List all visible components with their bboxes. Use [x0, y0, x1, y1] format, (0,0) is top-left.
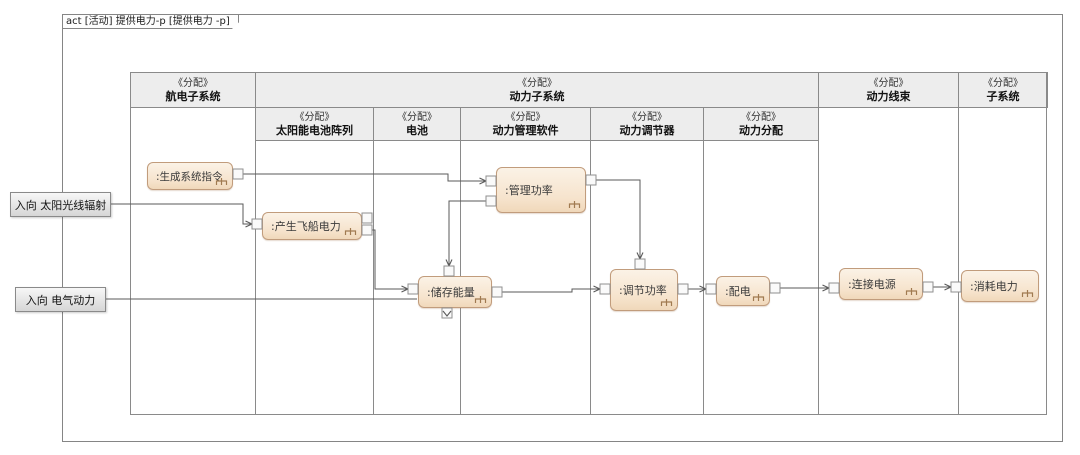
lane-name: 动力线束: [866, 89, 911, 103]
pin-produce-out-2: [361, 224, 373, 236]
rake-icon: [1021, 290, 1034, 297]
sublane-header-power-distribution[interactable]: 《分配》 动力分配: [703, 107, 819, 141]
lane-header-power-harness[interactable]: 《分配》 动力线束: [818, 72, 959, 108]
pin-manage-in: [485, 175, 497, 187]
lane-stereotype: 《分配》: [397, 111, 437, 123]
lane-stereotype: 《分配》: [627, 111, 667, 123]
pin-connect-in: [828, 282, 840, 294]
lane-name: 动力分配: [739, 123, 783, 137]
pin-manage-out-left: [485, 195, 497, 207]
object-flows: [106, 173, 953, 300]
diagram-title-tab[interactable]: act [活动] 提供电力-p [提供电力 -p]: [62, 14, 239, 29]
pin-store-out-bottom: [441, 307, 453, 319]
rake-icon: [905, 288, 918, 295]
pin-connect-out: [922, 281, 934, 293]
flow-produce-to-store: [372, 229, 410, 293]
lane-name: 动力调节器: [619, 123, 675, 137]
diagram-title: act [活动] 提供电力-p [提供电力 -p]: [66, 16, 230, 27]
sublane-header-solar-array[interactable]: 《分配》 太阳能电池阵列: [255, 107, 374, 141]
lane-stereotype: 《分配》: [294, 111, 335, 123]
lane-stereotype: 《分配》: [505, 111, 546, 123]
action-consume-power[interactable]: :消耗电力: [961, 270, 1039, 302]
pin-store-in-left: [407, 283, 419, 295]
pin-regulate-in-top: [634, 258, 646, 270]
sublane-header-battery[interactable]: 《分配》 电池: [373, 107, 461, 141]
rake-icon: [568, 201, 581, 208]
flow-generate-to-manage: [243, 173, 488, 185]
lane-name: 动力子系统: [509, 89, 565, 103]
lane-stereotype: 《分配》: [741, 111, 781, 123]
pin-regulate-out: [677, 283, 689, 295]
lane-stereotype: 《分配》: [517, 77, 557, 89]
flow-store-to-regulate: [502, 285, 602, 293]
param-label: 入向 电气动力: [25, 293, 96, 307]
lane-name: 航电子系统: [165, 89, 221, 103]
action-label: :配电: [725, 285, 751, 298]
lane-name: 子系统: [986, 89, 1020, 103]
swimlane-pool-border: [130, 72, 1047, 415]
action-produce-power[interactable]: :产生飞船电力: [262, 212, 362, 240]
lane-divider: [590, 140, 591, 415]
rake-icon: [474, 296, 487, 303]
action-label: :生成系统指令: [156, 170, 223, 183]
pin-generate-out: [232, 168, 244, 180]
pins: [232, 168, 962, 319]
pin-direction-arrow: [442, 310, 452, 317]
pin-consume-in: [950, 281, 962, 293]
pin-store-in-top: [443, 265, 455, 277]
flow-manage-to-regulate: [596, 179, 644, 261]
action-label: :产生飞船电力: [271, 220, 341, 233]
sublane-header-power-mgmt-software[interactable]: 《分配》 动力管理软件: [460, 107, 591, 141]
action-label: :消耗电力: [970, 280, 1018, 293]
lane-divider: [373, 140, 374, 415]
action-label: :调节功率: [619, 284, 667, 297]
lane-stereotype: 《分配》: [868, 77, 909, 89]
rake-icon: [344, 228, 357, 235]
pin-distribute-out: [769, 282, 781, 294]
action-manage-power[interactable]: :管理功率: [496, 167, 586, 213]
pin-store-out-right: [491, 286, 503, 298]
lane-name: 动力管理软件: [492, 123, 559, 137]
lane-stereotype: 《分配》: [173, 77, 213, 89]
lane-stereotype: 《分配》: [983, 77, 1023, 89]
flow-manage-to-store: [445, 200, 486, 268]
pin-produce-in: [251, 218, 263, 230]
rake-icon: [660, 299, 673, 306]
lane-name: 太阳能电池阵列: [276, 123, 353, 137]
pin-manage-out-right: [585, 174, 597, 186]
lane-divider: [255, 107, 256, 415]
lane-header-subsystem[interactable]: 《分配》 子系统: [958, 72, 1048, 108]
action-store-energy[interactable]: :储存能量: [418, 276, 492, 308]
rake-icon: [752, 294, 765, 301]
lane-header-avionics[interactable]: 《分配》 航电子系统: [130, 72, 256, 108]
action-label: :管理功率: [505, 184, 553, 197]
action-label: :连接电源: [848, 278, 896, 291]
flow-solar-to-produce: [111, 203, 254, 228]
param-node-electric-power[interactable]: 入向 电气动力: [15, 287, 106, 312]
pin-distribute-in: [705, 283, 717, 295]
activity-frame: [62, 14, 1063, 442]
lane-divider: [703, 140, 704, 415]
action-label: :储存能量: [427, 286, 475, 299]
lane-name: 电池: [406, 123, 428, 137]
param-node-solar-radiation[interactable]: 入向 太阳光线辐射: [10, 192, 111, 217]
pin-regulate-in-left: [599, 283, 611, 295]
rake-icon: [215, 178, 228, 185]
pin-produce-out-1: [361, 212, 373, 224]
param-label: 入向 太阳光线辐射: [14, 198, 107, 212]
sublane-header-power-regulator[interactable]: 《分配》 动力调节器: [590, 107, 704, 141]
lane-divider: [818, 107, 819, 415]
lane-divider: [958, 107, 959, 415]
lane-header-power-subsystem[interactable]: 《分配》 动力子系统: [255, 72, 819, 108]
